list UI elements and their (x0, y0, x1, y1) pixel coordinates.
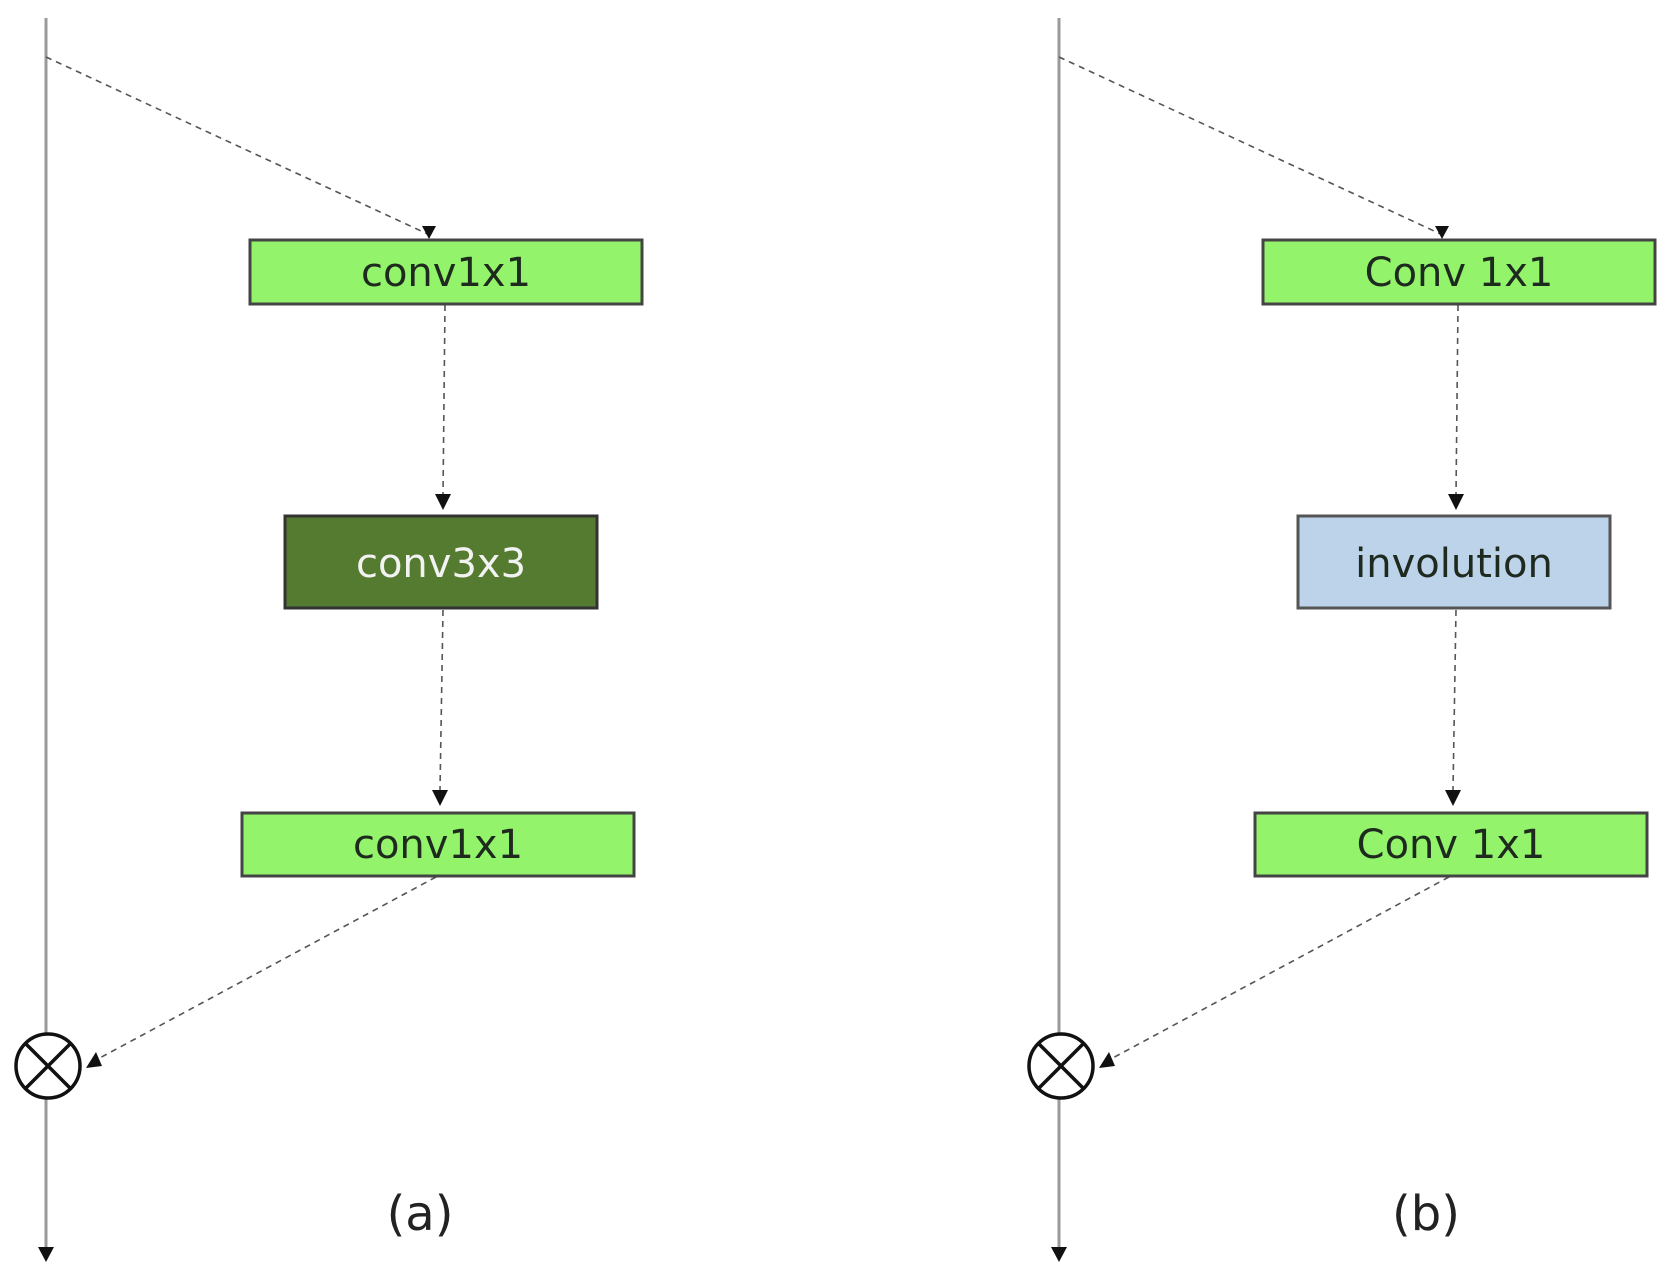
panel-a-dashed-connector (95, 876, 437, 1061)
panel-b-block-label: involution (1355, 541, 1553, 587)
panel-b-block-conv-1x1-top: Conv 1x1 (1261, 238, 1657, 306)
panel-b-block-label: Conv 1x1 (1365, 250, 1554, 296)
panel-b: Conv 1x1 involution Conv 1x1 (b) (1027, 18, 1657, 1262)
panel-a-block-label: conv1x1 (353, 822, 523, 868)
panel-a-label: (a) (387, 1186, 454, 1242)
panel-b-dashed-connector (1108, 876, 1450, 1061)
panel-b-arrowhead-icon (1435, 226, 1449, 239)
panel-a-block-conv1x1-top: conv1x1 (248, 238, 644, 306)
panel-a-arrowhead-icon (432, 790, 448, 806)
panel-a-dashed-connector (439, 609, 444, 791)
panel-b-arrowhead-icon (1445, 790, 1461, 806)
panel-a-block-conv1x1-bottom: conv1x1 (240, 811, 636, 878)
panel-b-block-conv-1x1-bottom: Conv 1x1 (1253, 811, 1649, 878)
panel-b-arrowhead-icon (1099, 1052, 1115, 1068)
panel-b-output-arrow-icon (1051, 1247, 1067, 1262)
panel-a-multiply-icon (14, 1032, 82, 1100)
panel-b-label: (b) (1392, 1186, 1460, 1242)
panel-a-arrowhead-icon (86, 1052, 102, 1068)
panel-b-block-involution: involution (1296, 514, 1612, 610)
panel-a-block-label: conv1x1 (361, 250, 531, 296)
panel-a-dashed-connector (442, 304, 446, 496)
panel-b-arrowhead-icon (1448, 494, 1464, 510)
panel-a-block-conv3x3: conv3x3 (283, 514, 599, 610)
panel-b-dashed-connector (1058, 56, 1448, 238)
panel-a-output-arrow-icon (38, 1247, 54, 1262)
panel-a-dashed-connector (45, 56, 435, 238)
panel-a-arrowhead-icon (422, 226, 436, 239)
panel-b-dashed-connector (1452, 609, 1457, 791)
panel-a: conv1x1 conv3x3 conv1x1 (a) (14, 18, 644, 1262)
panel-b-multiply-icon (1027, 1032, 1095, 1100)
panel-b-block-label: Conv 1x1 (1357, 822, 1546, 868)
panel-a-block-label: conv3x3 (356, 541, 526, 587)
panel-a-arrowhead-icon (435, 494, 451, 510)
panel-b-dashed-connector (1455, 304, 1459, 496)
